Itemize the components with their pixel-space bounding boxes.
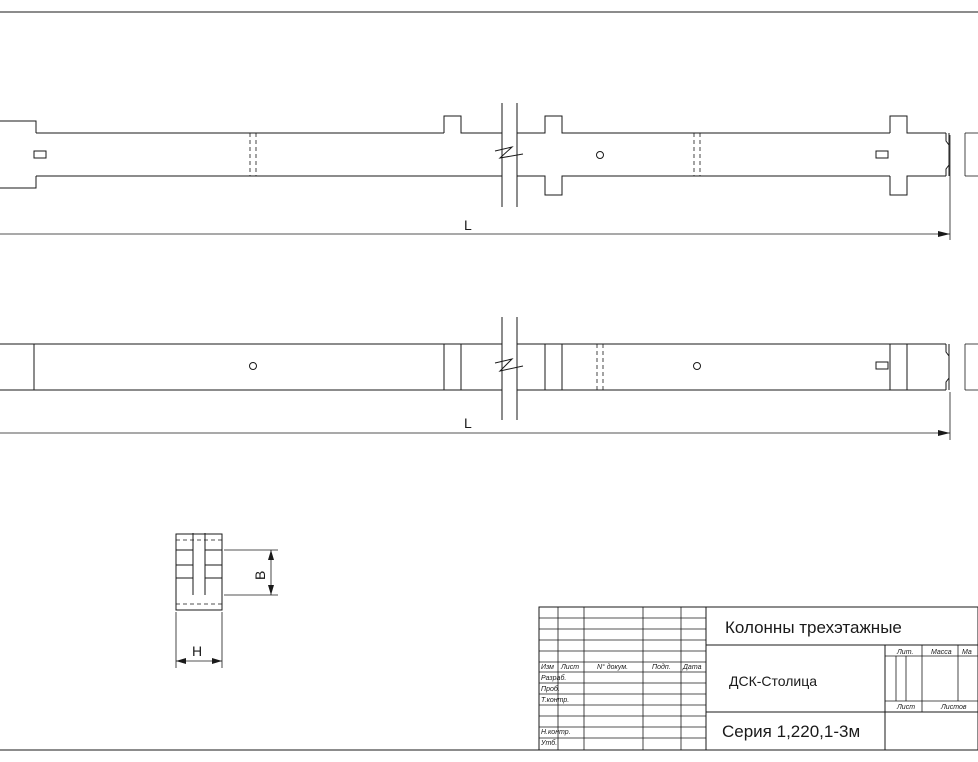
tb-header-date: Дата	[682, 664, 702, 671]
tb-scale-label: Ма	[962, 649, 972, 656]
hole-side-left	[249, 362, 257, 370]
slot-left	[33, 150, 47, 159]
dim-label-h: H	[192, 643, 202, 659]
dim-label-l-top: L	[464, 217, 472, 233]
tb-row-tkontr: Т.контр.	[541, 697, 569, 704]
hole-side-right	[693, 362, 701, 370]
tb-header-list: Лист	[560, 664, 579, 671]
cross-section: H B	[175, 533, 278, 668]
dim-label-b: B	[252, 571, 268, 580]
tb-row-razrab: Разраб.	[541, 674, 566, 682]
tb-mass-label: Масса	[931, 649, 952, 656]
tb-lit-label: Лит.	[896, 649, 913, 656]
tb-header-izm: Изм	[541, 664, 554, 671]
slot-right	[875, 150, 889, 159]
dim-label-l-bottom: L	[464, 415, 472, 431]
title-block: Изм Лист N° докум. Подп. Дата Разраб. Пр…	[538, 606, 978, 751]
tb-row-nkontr: Н.контр.	[541, 729, 571, 736]
column-side-view	[0, 317, 978, 420]
tb-header-sign: Подп.	[652, 663, 671, 671]
column-front-view	[0, 103, 978, 207]
tb-header-doc: N° докум.	[597, 663, 628, 671]
tb-sheet-label: Лист	[896, 704, 915, 711]
tb-series: Серия 1,220,1-3м	[722, 722, 860, 741]
tb-row-utb: Утб.	[540, 739, 557, 747]
tb-title: Колонны трехэтажные	[725, 618, 902, 637]
tb-sheets-label: Листов	[940, 704, 967, 711]
dimension-length-top: L	[0, 135, 951, 240]
hole-top-right	[596, 151, 604, 159]
tb-organization: ДСК-Столица	[729, 673, 817, 689]
slot-side-right	[875, 361, 889, 370]
tb-row-prob: Проб.	[541, 685, 560, 693]
dimension-length-bottom: L	[0, 392, 951, 440]
